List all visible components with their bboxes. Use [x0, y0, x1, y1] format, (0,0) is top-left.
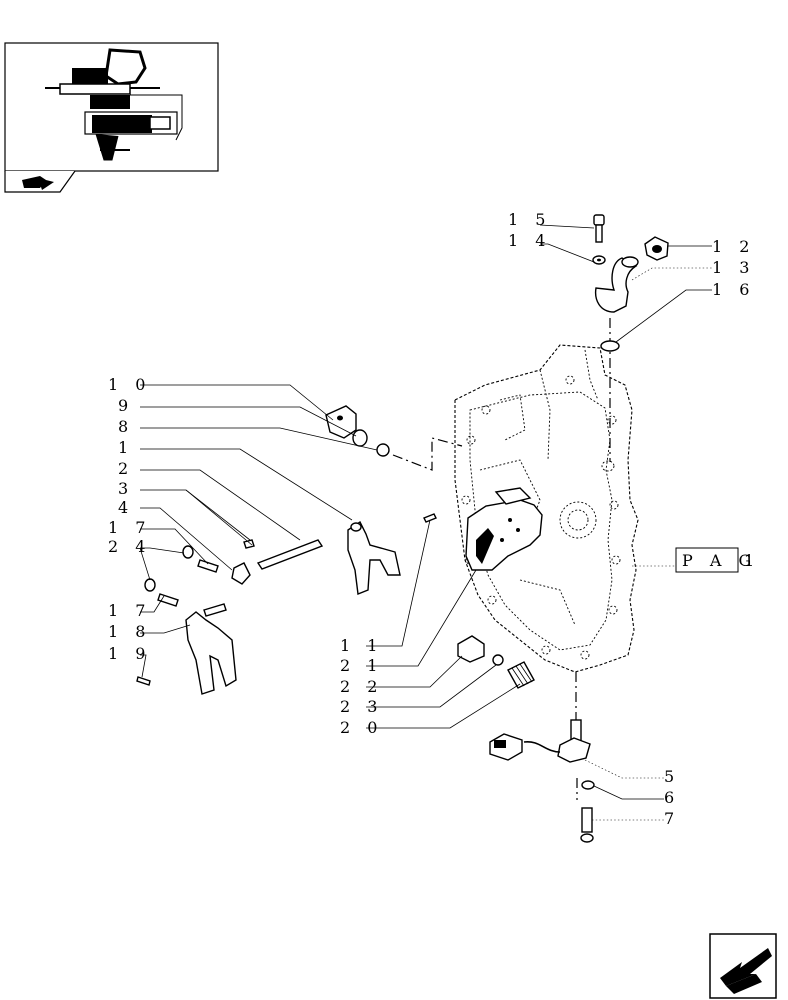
book-arrow-icon[interactable]: [22, 176, 54, 190]
part-8-o-ring[interactable]: [376, 443, 390, 457]
page-reference[interactable]: P A G 1: [675, 547, 760, 573]
part-20-spring[interactable]: [507, 661, 535, 689]
part-23-ball[interactable]: [492, 654, 504, 666]
callout-2[interactable]: 2: [118, 459, 134, 478]
thumbnail-assembly-image: [45, 48, 183, 161]
callout-20[interactable]: 2 0: [340, 718, 383, 737]
part-3-pin[interactable]: [243, 539, 255, 549]
part-22-plug[interactable]: [457, 635, 485, 663]
part-16-o-ring[interactable]: [600, 340, 620, 352]
page-reference-number: 1: [744, 551, 760, 570]
part-12-cap[interactable]: [644, 236, 669, 261]
part-21-selector-plate[interactable]: [465, 487, 543, 571]
callout-14[interactable]: 1 4: [508, 231, 551, 250]
callout-labels: 1 5 1 4 1 2 1 3 1 6 1 0 9 8 1 2 3 4 1 7 …: [108, 210, 755, 828]
callout-5[interactable]: 5: [664, 767, 680, 786]
part-2-shift-rod[interactable]: [256, 539, 324, 570]
callout-22[interactable]: 2 2: [340, 677, 383, 696]
callout-15[interactable]: 1 5: [508, 210, 551, 229]
thumbnail-locator[interactable]: [4, 42, 219, 193]
callout-1[interactable]: 1: [118, 438, 134, 457]
callout-23[interactable]: 2 3: [340, 697, 383, 716]
part-9-bushing[interactable]: [352, 429, 368, 447]
part-11-pin[interactable]: [423, 513, 437, 523]
callout-3[interactable]: 3: [118, 479, 134, 498]
part-19-roll-pin[interactable]: [136, 676, 151, 686]
part-5-position-sensor[interactable]: [489, 719, 591, 763]
callout-24[interactable]: 2 4: [108, 537, 151, 556]
callout-6[interactable]: 6: [664, 788, 680, 807]
part-17-plug-lower[interactable]: [144, 578, 156, 592]
callout-7[interactable]: 7: [664, 809, 680, 828]
part-13-elbow-pipe[interactable]: [594, 256, 639, 313]
callout-16[interactable]: 1 6: [712, 280, 755, 299]
callout-21[interactable]: 2 1: [340, 656, 383, 675]
callout-18[interactable]: 1 8: [108, 622, 151, 641]
part-4-collar[interactable]: [231, 562, 251, 585]
transmission-housing: [454, 344, 639, 673]
part-14-washer[interactable]: [592, 255, 606, 265]
callout-11[interactable]: 1 1: [340, 636, 383, 655]
part-24-spring[interactable]: [197, 559, 219, 573]
callout-17-upper[interactable]: 1 7: [108, 518, 151, 537]
page-reference-box-text: P A G: [682, 551, 757, 570]
callout-8[interactable]: 8: [118, 417, 134, 436]
part-6-washer[interactable]: [581, 780, 595, 790]
callout-10[interactable]: 1 0: [108, 375, 151, 394]
part-7-bolt[interactable]: [580, 807, 594, 843]
part-17-plug-upper[interactable]: [182, 545, 194, 559]
leader-lines: [139, 224, 712, 821]
next-page-arrow-icon[interactable]: [709, 933, 777, 999]
part-1-shift-fork[interactable]: [347, 520, 401, 595]
callout-19[interactable]: 1 9: [108, 644, 151, 663]
part-24-pin-lower[interactable]: [157, 593, 179, 607]
part-18-shift-fork[interactable]: [185, 603, 237, 695]
part-15-screw[interactable]: [593, 214, 605, 243]
callout-12[interactable]: 1 2: [712, 237, 755, 256]
callout-17-lower[interactable]: 1 7: [108, 601, 151, 620]
callout-13[interactable]: 1 3: [712, 258, 755, 277]
part-10-bracket[interactable]: [325, 405, 357, 439]
callout-9[interactable]: 9: [118, 396, 134, 415]
callout-4[interactable]: 4: [118, 498, 134, 517]
